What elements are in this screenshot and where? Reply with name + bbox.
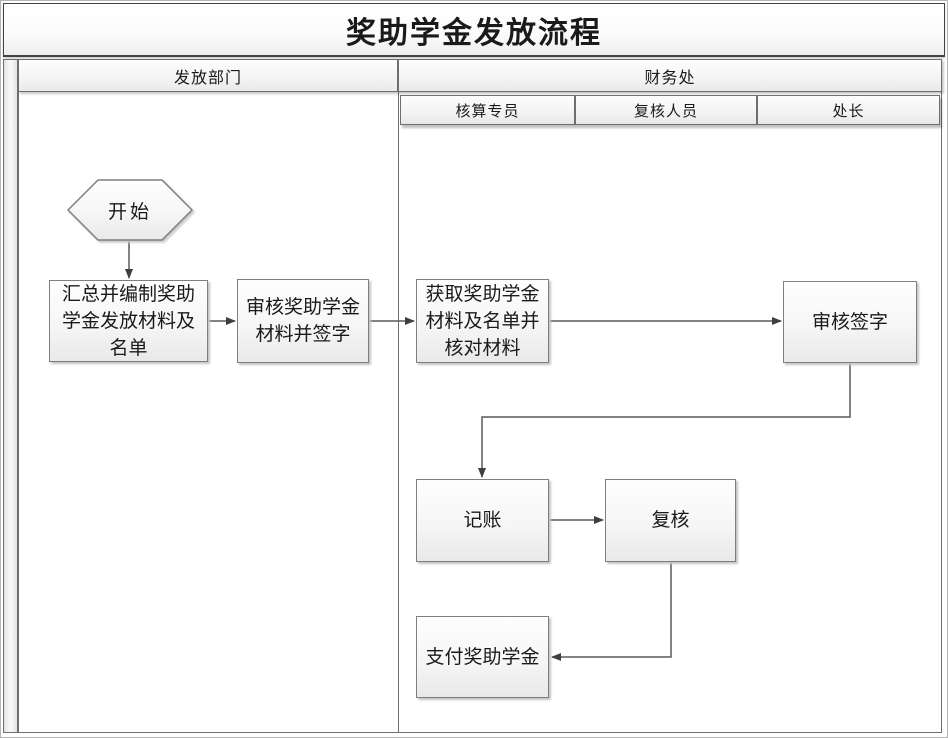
diagram-title: 奖助学金发放流程 xyxy=(3,3,945,57)
sublane-header-accounting-specialist: 核算专员 xyxy=(400,95,575,125)
sublane-header-director: 处长 xyxy=(757,95,940,125)
node-bookkeeping: 记账 xyxy=(416,479,549,562)
lane-header-department: 发放部门 xyxy=(18,59,398,92)
lane-header-finance: 财务处 xyxy=(398,59,942,92)
node-obtain-and-verify: 获取奖助学金材料及名单并核对材料 xyxy=(416,279,549,363)
node-pay-scholarship: 支付奖助学金 xyxy=(416,616,549,698)
node-review-and-sign: 审核奖助学金材料并签字 xyxy=(237,279,369,363)
node-start-label: 开始 xyxy=(107,201,152,223)
start-hexagon-shape xyxy=(67,179,193,241)
node-audit-signature: 审核签字 xyxy=(783,281,917,363)
node-start: 开始 xyxy=(67,179,193,241)
node-recheck: 复核 xyxy=(605,479,736,562)
sublane-header-reviewer: 复核人员 xyxy=(575,95,757,125)
lane-divider xyxy=(398,59,399,733)
phase-strip xyxy=(3,59,18,733)
node-compile-materials: 汇总并编制奖助学金发放材料及名单 xyxy=(49,280,208,362)
